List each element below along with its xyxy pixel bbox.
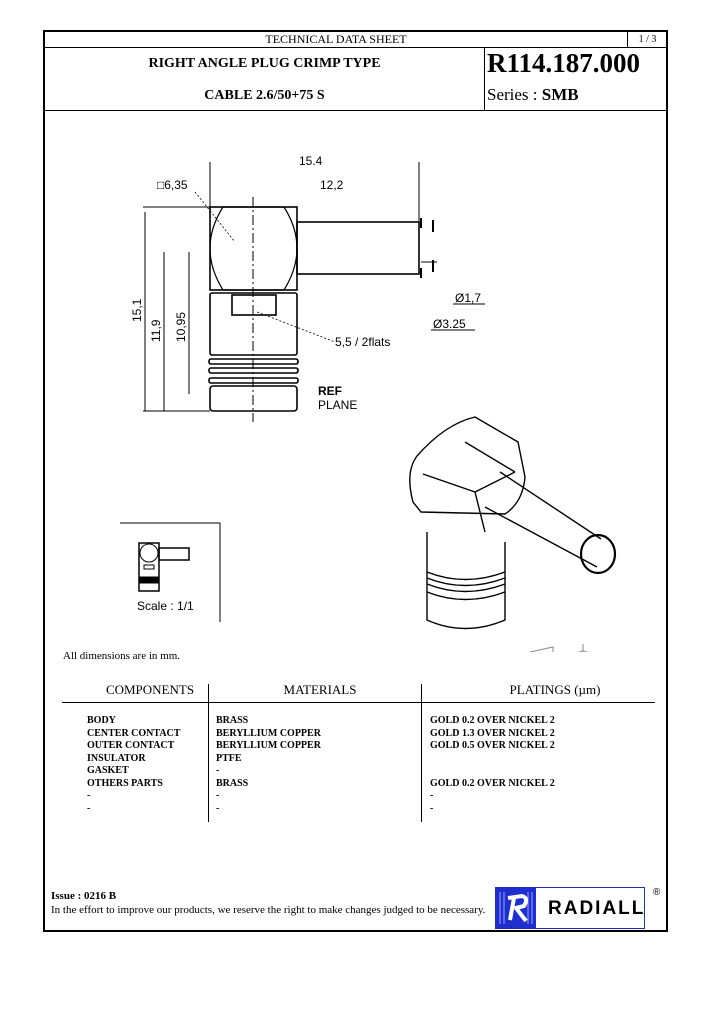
dim-height-3: 10,95: [174, 312, 188, 342]
table-row: -: [216, 802, 220, 814]
table-row: CENTER CONTACT: [87, 727, 181, 739]
ref-plane-label-2: PLANE: [318, 398, 357, 412]
dim-body-to-end: 12,2: [320, 178, 344, 192]
series-value: SMB: [541, 85, 579, 104]
header-divider: [45, 110, 666, 111]
part-block: R114.187.000 Series : SMB: [485, 48, 666, 110]
doc-type: TECHNICAL DATA SHEET: [265, 32, 407, 46]
part-number: R114.187.000: [487, 48, 641, 78]
radiall-logo: RADIALL: [495, 887, 645, 929]
table-row: -: [430, 802, 434, 814]
dim-height-total: 15,1: [130, 298, 144, 322]
table-row: GOLD 1.3 OVER NICKEL 2: [430, 727, 555, 739]
table-row: [430, 753, 555, 766]
table-row: OTHERS PARTS: [87, 777, 163, 789]
dim-overall-width: 15.4: [299, 154, 323, 168]
technical-drawing: 15.4 12,2 □6,35 5,5 / 2flats Ø1,7 Ø3.25 …: [120, 154, 617, 652]
table-row: BODY: [87, 715, 116, 726]
table-row: -: [87, 790, 91, 801]
series-label: Series :: [487, 85, 542, 104]
dim-height-2: 11,9: [149, 319, 163, 342]
title-block: RIGHT ANGLE PLUG CRIMP TYPE CABLE 2.6/50…: [45, 48, 485, 110]
radiall-mark-icon: [496, 888, 536, 928]
isometric-view: [409, 416, 617, 630]
table-row: PTFE: [216, 752, 242, 764]
registered-mark: ®: [653, 887, 661, 898]
dim-dia-inner: Ø1,7: [455, 291, 481, 305]
projection-symbol-icon: [529, 644, 588, 652]
disclaimer: In the effort to improve our products, w…: [51, 904, 486, 916]
scale-label: Scale : 1/1: [137, 599, 194, 613]
table-row: -: [216, 790, 220, 801]
components-column: BODY CENTER CONTACT OUTER CONTACT INSULA…: [87, 715, 180, 815]
table-row: GOLD 0.2 OVER NICKEL 2: [430, 715, 555, 726]
table-row: GOLD 0.2 OVER NICKEL 2: [430, 777, 555, 789]
table-row: INSULATOR: [87, 752, 146, 764]
table-row: [430, 765, 555, 778]
table-row: GASKET: [87, 765, 129, 776]
data-sheet: TECHNICAL DATA SHEET 1 / 3 RIGHT ANGLE P…: [43, 30, 668, 932]
brand-name: RADIALL: [548, 898, 646, 919]
materials-column: BRASS BERYLLIUM COPPER BERYLLIUM COPPER …: [216, 715, 321, 815]
table-row: -: [430, 790, 434, 801]
table-row: -: [216, 765, 220, 776]
header-row: TECHNICAL DATA SHEET 1 / 3: [45, 32, 666, 48]
cable-spec: CABLE 2.6/50+75 S: [204, 88, 325, 103]
table-row: BERYLLIUM COPPER: [216, 727, 321, 739]
col-header-platings: PLATINGS (µm): [509, 682, 601, 697]
product-title: RIGHT ANGLE PLUG CRIMP TYPE: [148, 56, 381, 71]
table-row: GOLD 0.5 OVER NICKEL 2: [430, 740, 555, 751]
col-header-materials: MATERIALS: [283, 682, 357, 697]
issue-number: Issue : 0216 B: [51, 890, 117, 902]
table-row: BERYLLIUM COPPER: [216, 740, 321, 751]
platings-column: GOLD 0.2 OVER NICKEL 2 GOLD 1.3 OVER NIC…: [430, 715, 555, 815]
column-divider: [208, 684, 209, 822]
units-note: All dimensions are in mm.: [63, 650, 181, 662]
table-row: -: [87, 802, 91, 814]
dim-hex: □6,35: [157, 178, 188, 192]
column-divider: [421, 684, 422, 822]
series: Series : SMB: [487, 85, 579, 105]
table-row: BRASS: [216, 777, 249, 789]
col-header-components: COMPONENTS: [105, 682, 195, 697]
table-row: BRASS: [216, 715, 249, 726]
dim-dia-outer: Ø3.25: [433, 317, 466, 331]
ref-plane-label: REF: [318, 384, 342, 398]
page-number: 1 / 3: [627, 32, 667, 47]
table-header-rule: [62, 702, 655, 703]
table-row: OUTER CONTACT: [87, 740, 175, 751]
dim-flats: 5,5 / 2flats: [335, 335, 390, 349]
